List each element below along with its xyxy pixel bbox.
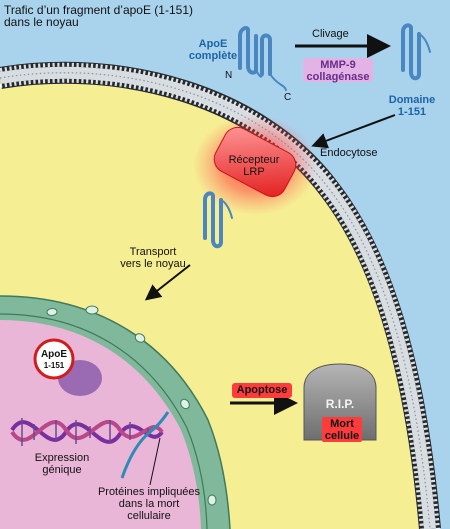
apoe-full-protein (238, 26, 287, 91)
domain-line-2: 1-151 (397, 106, 427, 118)
c-terminal-label: C (284, 92, 292, 103)
apoe-badge-line-1: ApoE (40, 349, 68, 360)
receptor-line-1: Récepteur (228, 154, 280, 166)
death-label: Mort cellule (322, 418, 362, 442)
transport-line-2: vers le noyau (120, 258, 186, 270)
endocytosis-arrow (311, 114, 396, 149)
proteins-line-2: dans la mort (118, 498, 180, 510)
death-highlight (322, 417, 362, 442)
apoe-complete-label: ApoE complète (188, 38, 238, 62)
apoptosis-label: Apoptose (236, 384, 288, 396)
apoe-complete-line-2: complète (188, 50, 238, 62)
proteins-line-1: Protéines impliquées (97, 486, 201, 498)
apoe-badge-line-2: 1-151 (43, 361, 65, 370)
mrna-strand (120, 411, 170, 479)
mmp9-label: MMP-9 collagénase (303, 59, 373, 83)
receptor-line-2: LRP (243, 166, 265, 178)
transport-line-1: Transport (129, 246, 177, 258)
domain-line-1: Domaine (388, 94, 436, 106)
title-line-1: Trafic d’un fragment d’apoE (1-151) (4, 3, 193, 17)
diagram-title: Trafic d’un fragment d’apoE (1-151) dans… (4, 4, 193, 28)
nuclear-pores (46, 305, 217, 506)
gene-expression-label: Expression génique (22, 452, 102, 476)
apoptosis-highlight (232, 383, 292, 398)
proteins-label: Protéines impliquées dans la mort cellul… (84, 486, 214, 522)
internalized-protein (203, 191, 233, 249)
expression-line-2: génique (42, 464, 82, 476)
mmp9-highlight (303, 58, 373, 82)
proteins-line-3: cellulaire (127, 510, 171, 522)
death-line-1: Mort (330, 418, 354, 430)
n-terminal-label: N (225, 70, 233, 81)
mmp9-line-2: collagénase (306, 71, 370, 83)
plasma-membrane (0, 61, 441, 529)
cleavage-label: Clivage (312, 28, 349, 40)
expression-line-1: Expression (34, 452, 90, 464)
domain-label: Domaine 1-151 (383, 94, 441, 118)
endocytosis-label: Endocytose (320, 147, 378, 159)
apoe-badge (33, 338, 75, 380)
proteins-pointer (149, 437, 161, 486)
domain-protein (401, 23, 431, 81)
rip-label: R.I.P. (325, 397, 355, 411)
transport-arrow (144, 264, 191, 301)
lrp-receptor (213, 126, 297, 198)
transport-label: Transport vers le noyau (108, 246, 198, 270)
mmp9-line-1: MMP-9 (320, 59, 356, 71)
death-line-2: cellule (324, 430, 360, 442)
apoe-complete-line-1: ApoE (198, 38, 228, 50)
apoe-badge-label: ApoE 1-151 (35, 349, 73, 371)
title-line-2: dans le noyau (4, 15, 79, 29)
receptor-label: Récepteur LRP (222, 154, 286, 178)
